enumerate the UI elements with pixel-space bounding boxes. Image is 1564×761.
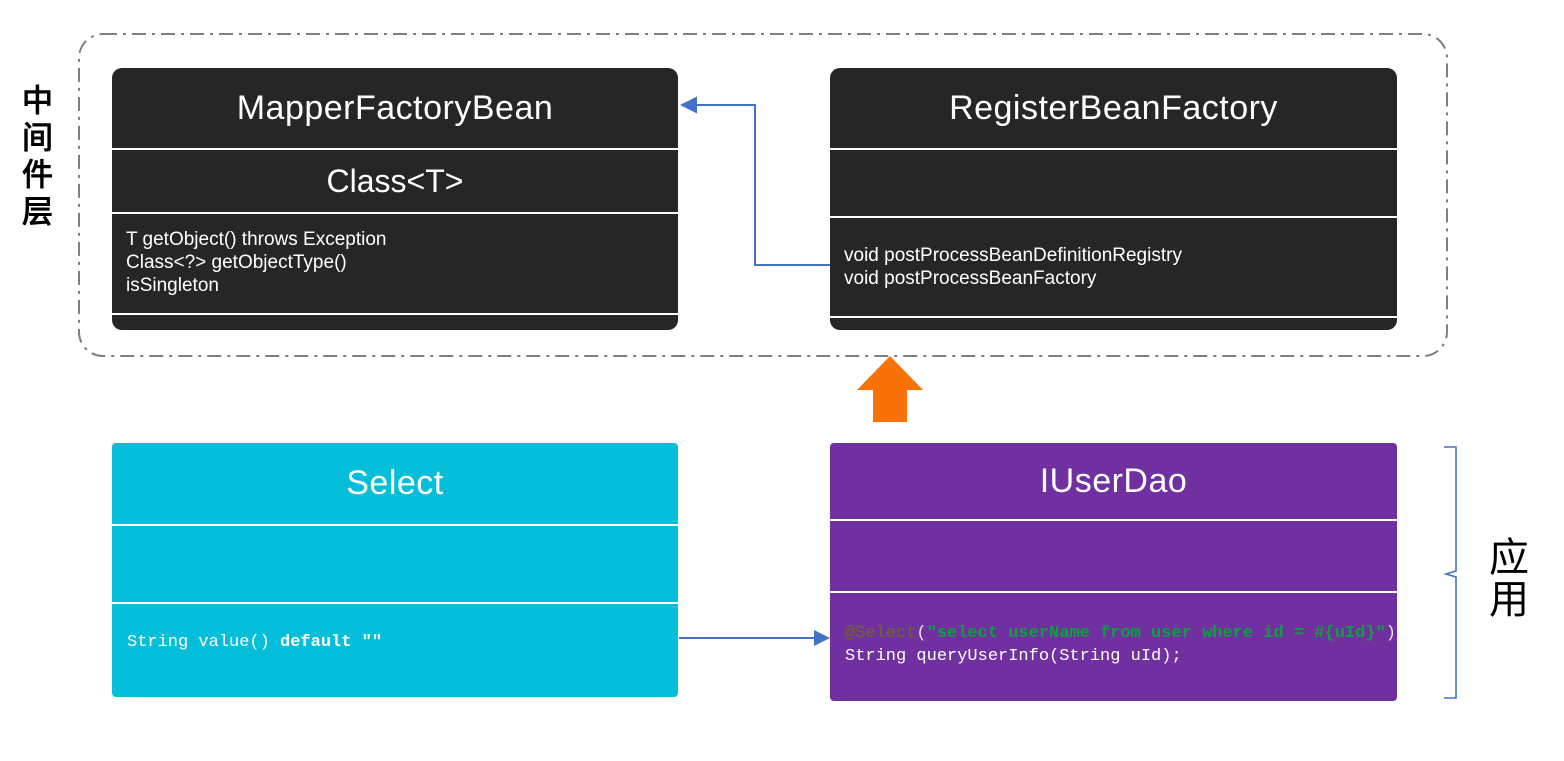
class-box-mapperfactorybean: MapperFactoryBean Class<T> T getObject()… — [112, 68, 678, 330]
empty-section — [830, 150, 1397, 216]
method-line: void postProcessBeanFactory — [844, 268, 1097, 289]
class-box-iuserdao: IUserDao @Select("select userName from u… — [830, 443, 1397, 701]
class-type-param: Class<T> — [326, 162, 464, 199]
code-quotes: "" — [361, 633, 383, 652]
method-line: isSingleton — [126, 275, 219, 296]
section-divider — [830, 591, 1397, 593]
open-paren: ( — [916, 624, 927, 643]
class-title: IUserDao — [1039, 461, 1188, 500]
class-title: MapperFactoryBean — [236, 88, 554, 127]
class-box-select: Select String value() default "" — [112, 443, 678, 697]
application-label: 应用 — [1483, 536, 1527, 620]
middleware-layer-label: 中间件层 — [17, 84, 52, 232]
class-title: Select — [346, 464, 444, 502]
empty-section — [112, 526, 678, 602]
section-divider — [830, 148, 1397, 150]
class-methods: T getObject() throws Exception Class<?> … — [112, 214, 678, 313]
left-arrowhead-icon — [680, 96, 697, 114]
annotation-line: @Select("select userName from user where… — [845, 622, 1397, 645]
method-line: T getObject() throws Exception — [126, 229, 387, 250]
method-line: void postProcessBeanDefinitionRegistry — [844, 245, 1182, 266]
box-footer — [112, 315, 678, 330]
class-title: RegisterBeanFactory — [949, 88, 1278, 127]
application-bracket-icon — [1443, 446, 1457, 699]
section-divider — [830, 519, 1397, 521]
close-paren: ) — [1385, 624, 1396, 643]
code-section: @Select("select userName from user where… — [830, 593, 1397, 701]
register-to-mapper-connector — [696, 104, 830, 266]
section-divider — [112, 602, 678, 604]
class-methods: void postProcessBeanDefinitionRegistry v… — [830, 218, 1397, 316]
section-divider — [830, 316, 1397, 318]
code-normal: String value() — [127, 633, 281, 652]
code-keyword: default — [280, 633, 362, 652]
section-divider — [112, 148, 678, 150]
section-divider — [830, 216, 1397, 218]
class-box-registerbeanfactory: RegisterBeanFactory void postProcessBean… — [830, 68, 1397, 330]
sql-string: "select userName from user where id = #{… — [926, 624, 1386, 643]
section-divider — [112, 313, 678, 315]
annotation-name: @Select — [845, 624, 917, 643]
right-arrowhead-icon — [814, 630, 830, 646]
method-line: Class<?> getObjectType() — [126, 252, 347, 273]
section-divider — [112, 212, 678, 214]
section-divider — [112, 524, 678, 526]
middleware-dashed-container — [78, 33, 1448, 357]
code-section: String value() default "" — [112, 604, 678, 697]
up-arrow-icon — [857, 356, 923, 422]
empty-section — [830, 521, 1397, 591]
box-footer — [830, 318, 1397, 330]
method-line: String queryUserInfo(String uId); — [845, 647, 1182, 666]
